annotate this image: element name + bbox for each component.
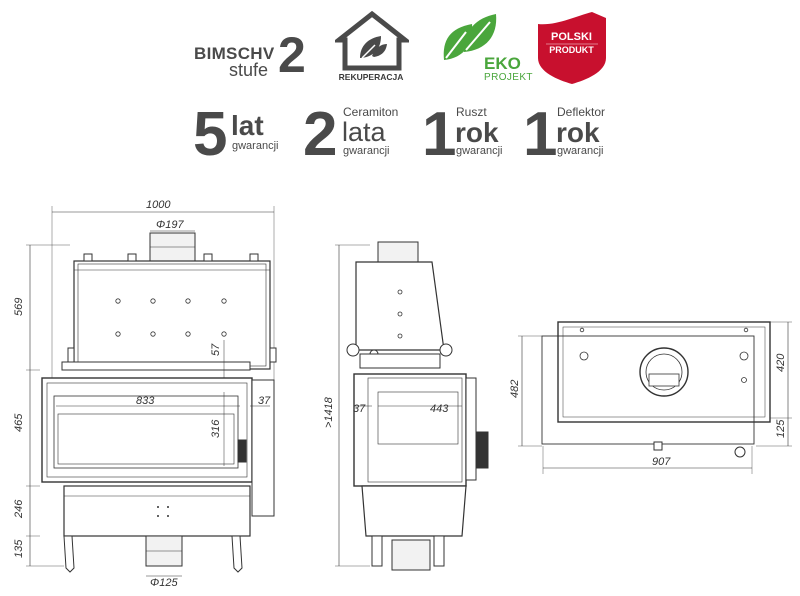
warranty-4-note: gwarancji [557, 145, 604, 157]
warranty-1-unit: lat [231, 110, 264, 141]
polski-produkt-badge-icon [538, 12, 606, 84]
dim-height-top: 569 [13, 298, 25, 316]
dim-side-offset: 37 [353, 403, 366, 415]
warranty-2-number: 2 [303, 100, 338, 169]
bimschv-number: 2 [278, 27, 306, 83]
rekuperacja-label: REKUPERACJA [338, 72, 404, 82]
warranty-1-number: 5 [193, 100, 228, 169]
dim-top-depth-lower: 125 [775, 419, 787, 438]
dim-flue-diameter: Φ197 [156, 219, 184, 231]
warranty-2-note: gwarancji [343, 145, 390, 157]
dim-height-base: 246 [13, 499, 25, 519]
polski-label: POLSKI [551, 31, 592, 43]
dim-glass-width: 833 [136, 395, 155, 407]
eko-leaves-icon [443, 14, 497, 60]
warranty-3-caption: Ruszt [456, 105, 487, 119]
dim-air-inlet: Φ125 [150, 577, 178, 589]
dim-glass-height: 316 [210, 419, 222, 438]
warranty-3-unit: rok [455, 117, 499, 148]
top-view [518, 321, 792, 474]
bimschv-title: BIMSCHV [194, 44, 275, 63]
warranty-1-note: gwarancji [232, 140, 279, 152]
front-view [26, 206, 277, 577]
dim-top-offset: 57 [210, 343, 222, 356]
warranty-2-unit: lata [342, 117, 386, 147]
warranty-4-number: 1 [523, 100, 558, 169]
dim-top-depth-total: 482 [509, 380, 521, 398]
produkt-label: PRODUKT [549, 45, 594, 55]
warranty-3-number: 1 [422, 100, 457, 169]
bimschv-subtitle: stufe [229, 60, 269, 80]
house-leaf-icon [335, 10, 409, 71]
dim-top-width: 907 [652, 456, 671, 468]
warranty-4-unit: rok [556, 117, 600, 148]
side-view [335, 241, 489, 571]
dim-side-glass-width: 443 [430, 403, 449, 415]
eko-label: EKO [484, 54, 521, 73]
warranty-2-caption: Ceramiton [343, 105, 399, 119]
dim-top-depth-upper: 420 [775, 353, 787, 372]
dim-side-height-total: >1418 [323, 396, 335, 428]
dim-width-total: 1000 [146, 199, 171, 211]
dim-side-offset: 37 [258, 395, 271, 407]
dim-height-legs: 135 [13, 539, 25, 558]
dim-height-door: 465 [13, 413, 25, 432]
warranty-3-note: gwarancji [456, 145, 503, 157]
warranty-4-caption: Deflektor [557, 105, 606, 119]
eko-sublabel: PROJEKT [484, 72, 533, 83]
